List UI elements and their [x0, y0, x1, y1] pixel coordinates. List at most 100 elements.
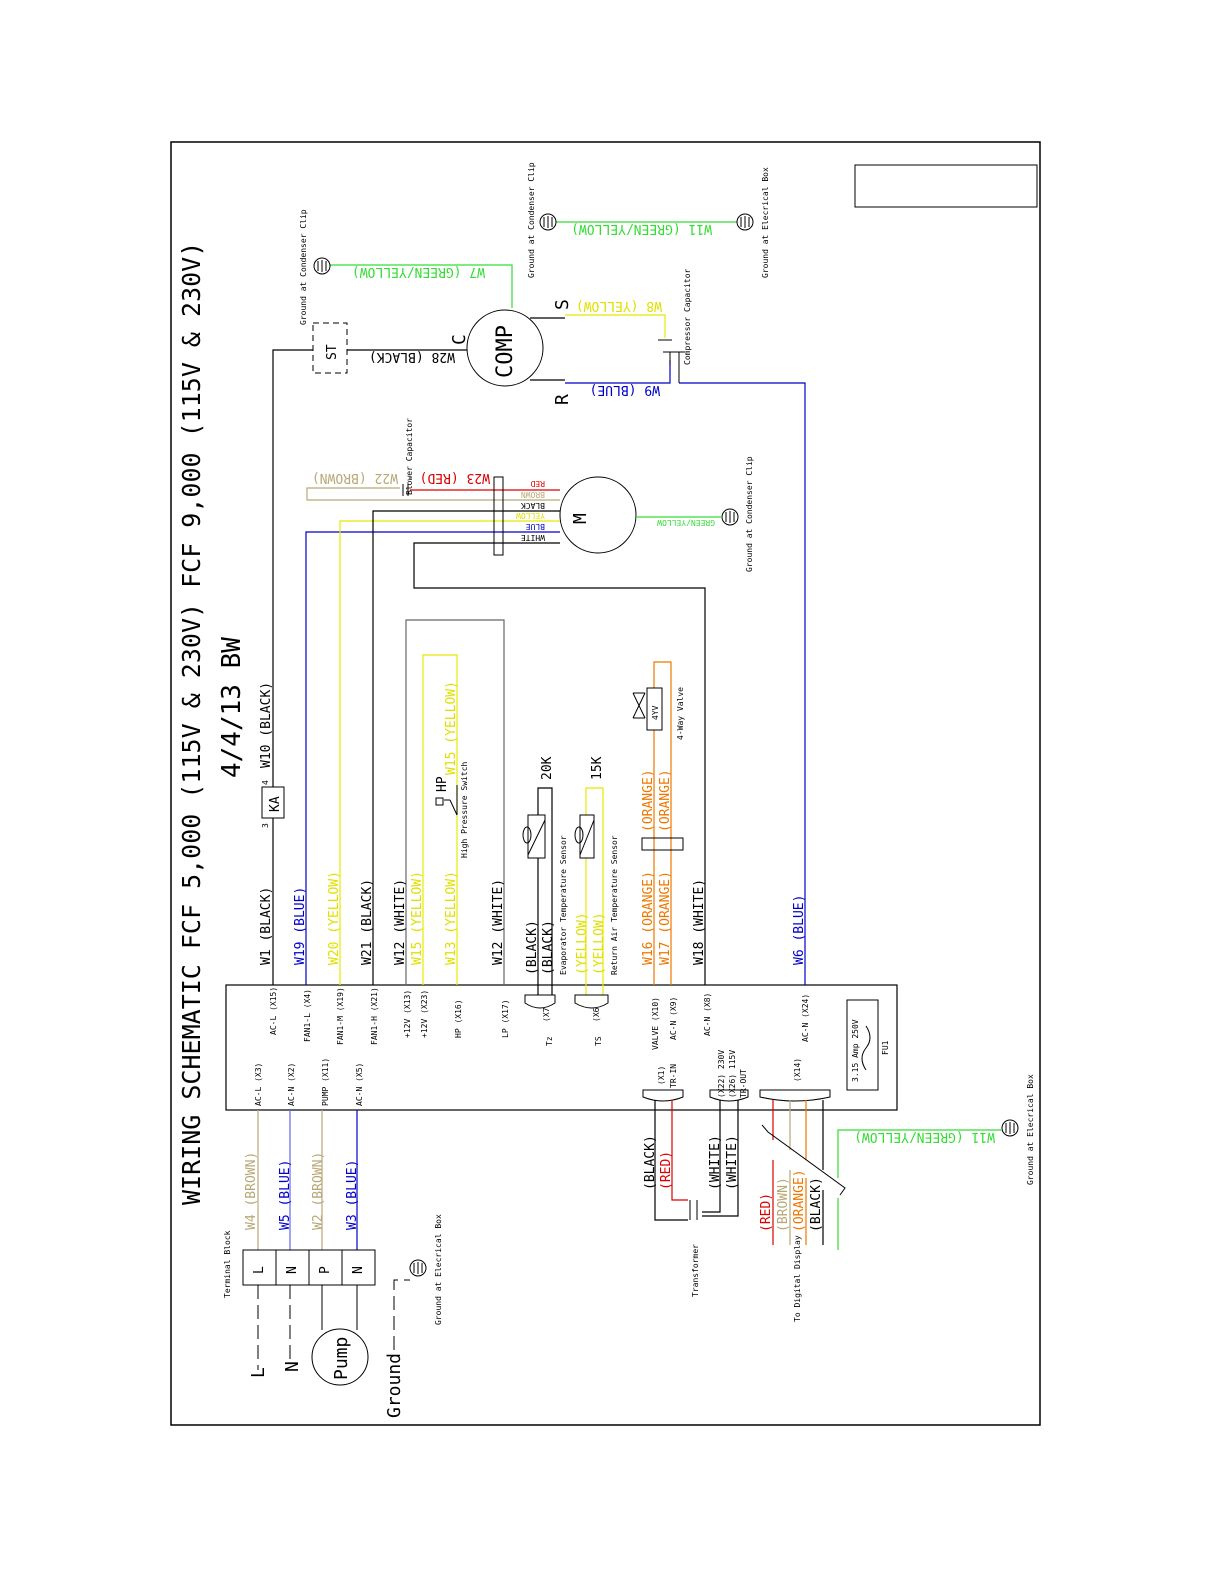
- control-board: [225, 984, 898, 1111]
- pin-ac-l-x15: AC-L (X15): [269, 987, 278, 1035]
- gnd-clip-label-3: Ground at Condenser Clip: [745, 456, 754, 572]
- wire-label-w21: W21 (BLACK): [360, 879, 375, 965]
- ground-icon: [313, 257, 331, 275]
- comp-terminal-c: C: [449, 334, 470, 345]
- wire-label-w20: W20 (YELLOW): [327, 871, 342, 965]
- lead-red: RED: [530, 479, 545, 488]
- return-air-sensor: Return Air Temperature Sensor 15K: [574, 756, 619, 975]
- gnd-box-label-2: Ground at Elecrical Box: [1026, 1074, 1035, 1185]
- d-orange-label: (ORANGE): [792, 1169, 807, 1232]
- wire-label-ts1: (YELLOW): [575, 912, 590, 975]
- wire-label-w1: W1 (BLACK): [259, 887, 274, 965]
- tr-black-label: (BLACK): [643, 1135, 658, 1190]
- terminal-n1: N: [285, 1266, 300, 1274]
- return-sensor-label: Return Air Temperature Sensor: [610, 835, 619, 975]
- ground-icon: [409, 1259, 427, 1277]
- comp-terminal-r: R: [552, 394, 573, 405]
- wire-label-tz2: (BLACK): [541, 920, 556, 975]
- wire-label-ts2: (YELLOW): [592, 912, 607, 975]
- relay-ka: [261, 786, 285, 819]
- pin-x14: (X14): [793, 1058, 802, 1082]
- w22-label: W22 (BROWN): [312, 470, 398, 485]
- lead-white: WHITE: [521, 533, 545, 542]
- terminal-p: P: [318, 1266, 333, 1274]
- compressor-capacitor: [658, 339, 685, 383]
- high-pressure-switch: HP High Pressure Switch: [435, 761, 469, 858]
- lead-black: BLACK: [521, 501, 545, 510]
- motor-gnd-label: GREEN/YELLOW: [657, 518, 715, 527]
- digital-display-label: To Digital Display: [793, 1235, 802, 1322]
- pin-tr-in: TR-IN: [669, 1064, 678, 1088]
- wire-label-w12a: W12 (WHITE): [393, 879, 408, 965]
- d-red-label: (RED): [759, 1193, 774, 1232]
- pin-ac-n-x2: AC-N (X2): [287, 1063, 296, 1106]
- w3-label: W3 (BLUE): [345, 1160, 360, 1230]
- pin-fan1-l: FAN1-L (X4): [303, 989, 312, 1042]
- wire-label-w17b: (ORANGE): [658, 769, 673, 832]
- transformer-area: (BLACK) (RED) (WHITE) (WHITE) Transforme…: [642, 1074, 1035, 1322]
- transformer-label: Transformer: [691, 1244, 700, 1297]
- ground-icon: [539, 213, 557, 231]
- pin-fan1-h: FAN1-H (X21): [370, 987, 379, 1045]
- wire-label-w13: W13 (YELLOW): [444, 871, 459, 965]
- w8-label: W8 (YELLOW): [576, 298, 662, 313]
- pin-ac-n-x8: AC-N (X8): [703, 993, 712, 1036]
- pin-fan1-m: FAN1-M (X19): [336, 987, 345, 1045]
- blower-cap-label: Blower Capacitor: [405, 418, 414, 495]
- wire-label-w15: W15 (YELLOW): [410, 871, 425, 965]
- pin-tz: Tz: [545, 1036, 554, 1046]
- evap-sensor-value: 20K: [540, 756, 555, 780]
- wire-label-w17: W17 (ORANGE): [658, 871, 673, 965]
- pin-x1: (X1): [657, 1066, 666, 1085]
- drawing-frame: [170, 141, 1041, 1426]
- fuse-rating: 3.15 Amp 250V: [851, 1019, 860, 1082]
- line-l: L: [248, 1367, 269, 1378]
- thermal-protector-st: [312, 322, 348, 374]
- w11-label: W11 (GREEN/YELLOW): [854, 1129, 995, 1144]
- gnd-box-label-top: Ground at Elecrical Box: [761, 167, 770, 278]
- fuse-fu1: 3.15 Amp 250V FU1: [846, 999, 890, 1091]
- terminal-block-area: W4 (BROWN) W5 (BLUE) W2 (BROWN) W3 (BLUE…: [223, 1110, 443, 1418]
- hp-switch-label: High Pressure Switch: [460, 761, 469, 858]
- relay-ka-label: KA: [268, 796, 283, 812]
- terminal-block-label: Terminal Block: [223, 1230, 232, 1298]
- pin-ac-l-x3: AC-L (X3): [254, 1063, 263, 1106]
- tr-white1-label: (WHITE): [708, 1135, 723, 1190]
- pin-x22: (X22) 230V: [717, 1050, 726, 1098]
- lead-brown: BROWN: [521, 490, 545, 499]
- gnd-box-label: Ground at Elecrical Box: [434, 1214, 443, 1325]
- w23-label: W23 (RED): [420, 470, 490, 485]
- motor-label: M: [570, 513, 591, 524]
- pin-pump-x11: PUMP (X11): [321, 1058, 330, 1106]
- blower-motor: Blower Capacitor W22 (BROWN) W23 (RED) R…: [306, 418, 754, 572]
- pin-x7: (X7: [542, 1007, 551, 1022]
- pin-12v-x23: +12V (X23): [420, 990, 429, 1038]
- wire-label-w16b: (ORANGE): [641, 769, 656, 832]
- tr-white2-label: (WHITE): [725, 1135, 740, 1190]
- terminal-n2: N: [351, 1266, 366, 1274]
- d-brown-label: (BROWN): [776, 1177, 791, 1232]
- date-line: 4/4/13 BW: [217, 637, 247, 778]
- valve-label: 4YV: [651, 705, 660, 720]
- ground-icon: [736, 213, 754, 231]
- line-n: N: [282, 1361, 303, 1372]
- wire-label-w19: W19 (BLUE): [293, 887, 308, 965]
- comp-cap-label: Compressor Capacitor: [683, 268, 692, 365]
- pin-lp: LP (X17): [501, 999, 510, 1038]
- pin-hp: HP (X16): [454, 999, 463, 1038]
- pin-ac-n-x9: AC-N (X9): [669, 997, 678, 1040]
- ground-icons: [313, 213, 1019, 1277]
- pin-valve: VALVE (X10): [651, 997, 660, 1050]
- w9-label: W9 (BLUE): [590, 382, 660, 397]
- hp-label: HP: [435, 776, 450, 792]
- st-label: ST: [325, 344, 340, 360]
- w7-label: W7 (GREEN/YELLOW): [352, 264, 485, 279]
- pin-x26: (X26) 115V: [728, 1050, 737, 1098]
- pin-tr-out: TR-OUT: [739, 1069, 748, 1098]
- wire-label-w18: W18 (WHITE): [692, 879, 707, 965]
- ground-icon: [721, 508, 739, 526]
- pin-12v-x13: +12V (X13): [403, 990, 412, 1038]
- valve-desc: 4-Way Valve: [676, 687, 685, 740]
- wire-label-w15-top: W15 (YELLOW): [444, 681, 459, 775]
